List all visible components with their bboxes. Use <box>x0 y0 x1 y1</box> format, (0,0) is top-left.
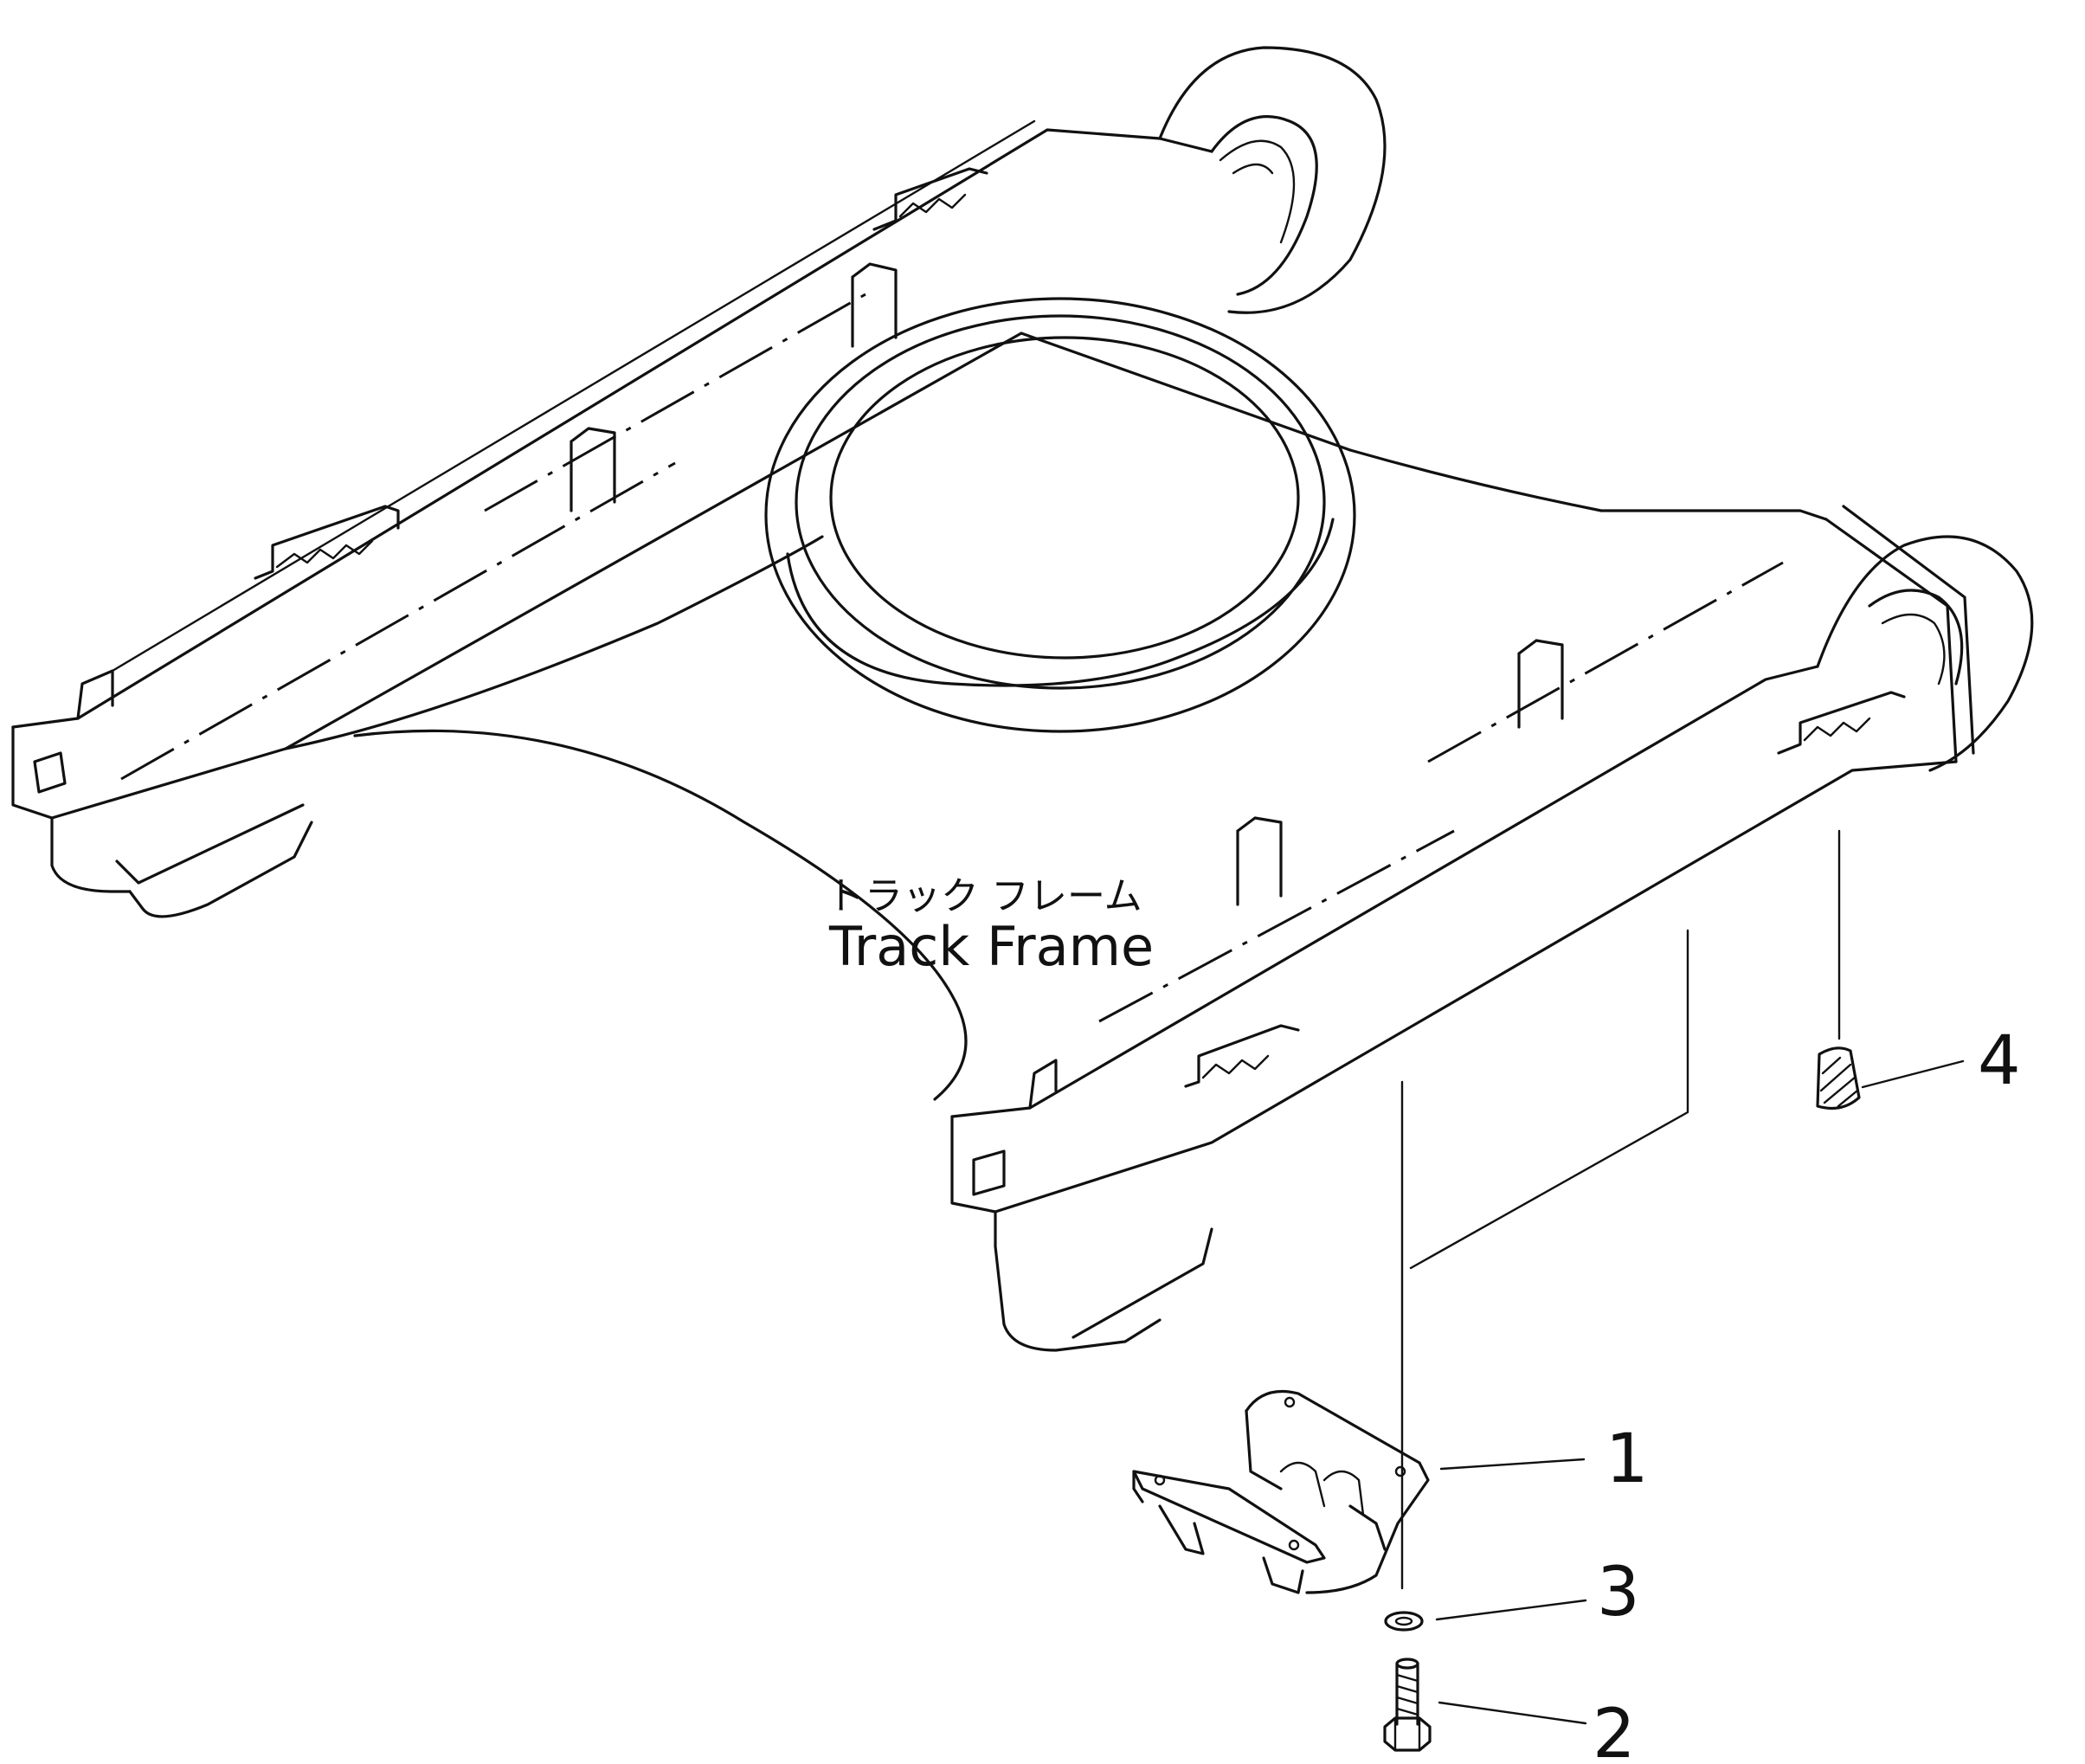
callout-number-3: 3 <box>1597 1554 1640 1632</box>
track-frame-label-jp: トラック フレーム <box>827 874 1142 918</box>
assembly-leaders <box>1400 829 1841 1590</box>
part-3-washer <box>1384 1611 1424 1632</box>
part-4-plug <box>1816 1046 1861 1110</box>
track-frame-label-en: Track Frame <box>828 915 1154 978</box>
part-1-bracket <box>1132 1389 1430 1594</box>
part-2-bolt <box>1383 1658 1432 1752</box>
callout-number-1: 1 <box>1606 1420 1649 1498</box>
callout-leaders <box>1435 1059 1965 1725</box>
callout-number-2: 2 <box>1593 1696 1636 1764</box>
track-frame-drawing <box>11 46 2034 1352</box>
callout-number-4: 4 <box>1978 1022 2021 1100</box>
